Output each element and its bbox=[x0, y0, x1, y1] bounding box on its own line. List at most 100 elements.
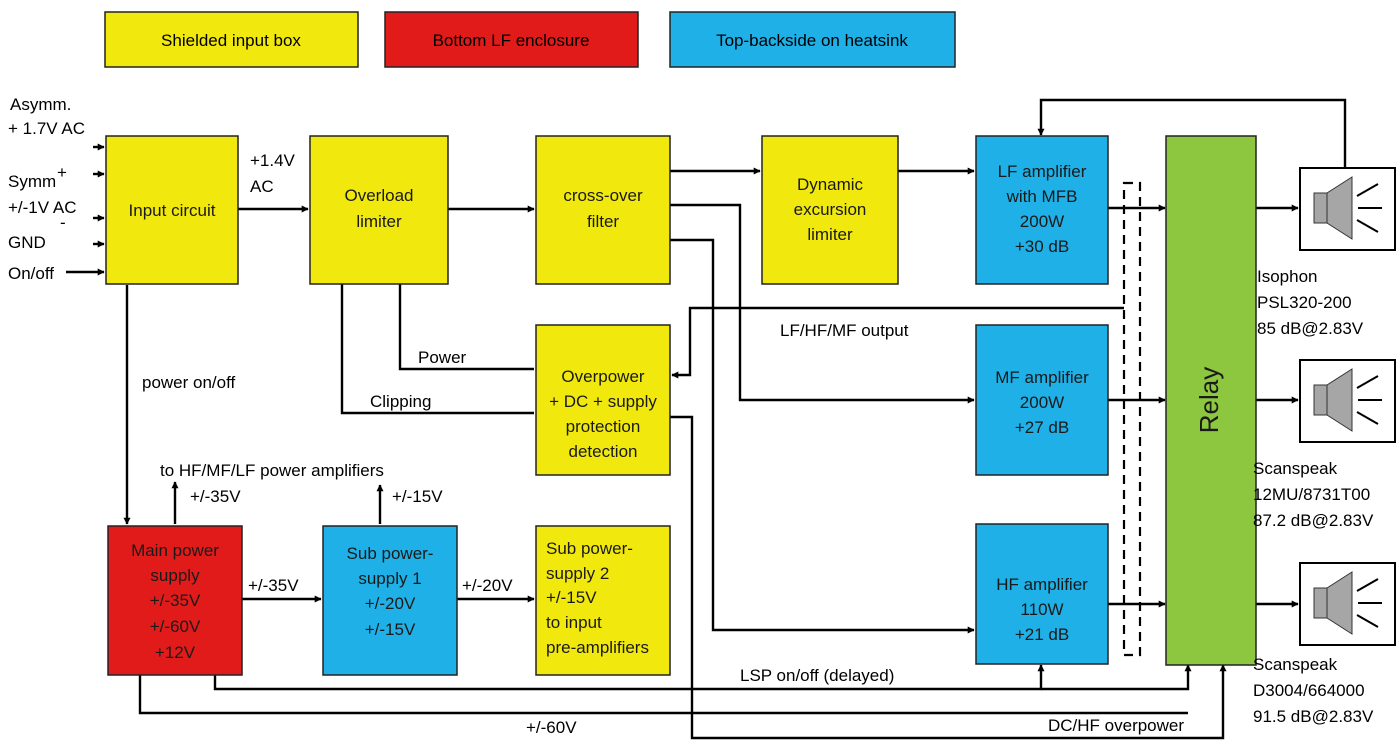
lf-hf-mf-output-line bbox=[671, 306, 1124, 379]
svg-text:+21 dB: +21 dB bbox=[1015, 625, 1069, 644]
power-onoff-label: power on/off bbox=[142, 373, 236, 392]
svg-text:detection: detection bbox=[569, 442, 638, 461]
svg-text:limiter: limiter bbox=[356, 212, 402, 231]
gnd-label: GND bbox=[8, 233, 46, 252]
legend-blue-swatch bbox=[669, 11, 956, 68]
lf-speaker-spec: 85 dB@2.83V bbox=[1257, 319, 1364, 338]
svg-text:protection: protection bbox=[566, 417, 641, 436]
svg-text:supply 1: supply 1 bbox=[358, 569, 421, 588]
lsp-relay-line bbox=[1041, 664, 1192, 691]
sub-power-supply-1-block: Sub power- supply 1 +/-20V +/-15V bbox=[322, 525, 458, 676]
svg-text:HF amplifier: HF amplifier bbox=[996, 575, 1088, 594]
legend: Shielded input box Bottom LF enclosure T… bbox=[104, 11, 956, 68]
svg-text:Sub power-: Sub power- bbox=[347, 544, 434, 563]
svg-text:cross-over: cross-over bbox=[563, 186, 643, 205]
lsp-onoff-line bbox=[213, 664, 1045, 691]
legend-top-label: Top-backside on heatsink bbox=[716, 31, 908, 50]
svg-text:Dynamic: Dynamic bbox=[797, 175, 864, 194]
input-labels: Asymm. + 1.7V AC Symm + +/-1V AC - GND O… bbox=[8, 95, 85, 283]
svg-text:Sub power-: Sub power- bbox=[546, 539, 633, 558]
mf-speaker-spec: 87.2 dB@2.83V bbox=[1253, 511, 1374, 530]
svg-text:pre-amplifiers: pre-amplifiers bbox=[546, 638, 649, 657]
lf-speaker-label: Isophon bbox=[1257, 267, 1318, 286]
svg-text:200W: 200W bbox=[1020, 393, 1064, 412]
svg-text:Relay: Relay bbox=[1194, 367, 1224, 433]
hf-speaker-spec: 91.5 dB@2.83V bbox=[1253, 707, 1374, 726]
onoff-label: On/off bbox=[8, 264, 54, 283]
asymm-label: Asymm. bbox=[10, 95, 71, 114]
svg-text:Overpower: Overpower bbox=[561, 367, 644, 386]
v35-up-label: +/-35V bbox=[190, 487, 241, 506]
mf-speaker-model: 12MU/8731T00 bbox=[1253, 485, 1370, 504]
lsp-label: LSP on/off (delayed) bbox=[740, 666, 894, 685]
svg-text:+12V: +12V bbox=[155, 643, 196, 662]
overpower-protection-block: Overpower + DC + supply protection detec… bbox=[535, 324, 671, 476]
svg-text:supply 2: supply 2 bbox=[546, 564, 609, 583]
hf-speaker-label: Scanspeak bbox=[1253, 655, 1338, 674]
svg-text:+/-20V: +/-20V bbox=[365, 594, 416, 613]
signal-labels: +1.4V AC power on/off to HF/MF/LF power … bbox=[142, 151, 1184, 737]
sense-bus bbox=[1122, 181, 1142, 657]
mfb-feedback-line bbox=[1037, 98, 1347, 168]
dc-hf-label: DC/HF overpower bbox=[1048, 716, 1184, 735]
lf-amplifier-block: LF amplifier with MFB 200W +30 dB bbox=[975, 135, 1109, 285]
svg-text:MF amplifier: MF amplifier bbox=[995, 368, 1089, 387]
crossover-filter-block: cross-over filter bbox=[535, 135, 671, 285]
svg-text:filter: filter bbox=[587, 212, 619, 231]
svg-text:limiter: limiter bbox=[807, 225, 853, 244]
mf-speaker-label: Scanspeak bbox=[1253, 459, 1338, 478]
mf-amplifier-block: MF amplifier 200W +27 dB bbox=[975, 324, 1109, 476]
overload-limiter-block: Overload limiter bbox=[309, 135, 449, 285]
v14-ac-label: AC bbox=[250, 177, 274, 196]
svg-text:Main power: Main power bbox=[131, 541, 219, 560]
svg-text:to input: to input bbox=[546, 613, 602, 632]
asymm-voltage-label: + 1.7V AC bbox=[8, 119, 85, 138]
mf-speaker-icon bbox=[1299, 359, 1396, 443]
legend-bottom-label: Bottom LF enclosure bbox=[433, 31, 590, 50]
to-amps-label: to HF/MF/LF power amplifiers bbox=[160, 461, 384, 480]
lf-speaker-model: PSL320-200 bbox=[1257, 293, 1352, 312]
svg-text:excursion: excursion bbox=[794, 200, 867, 219]
svg-text:+/-35V: +/-35V bbox=[150, 591, 201, 610]
svg-text:+/-15V: +/-15V bbox=[546, 588, 597, 607]
svg-text:+/-15V: +/-15V bbox=[365, 620, 416, 639]
input-circuit-block: Input circuit bbox=[105, 135, 239, 285]
dc-hf-overpower-line bbox=[670, 415, 1227, 740]
symm-label: Symm bbox=[8, 172, 56, 191]
sub-power-supply-2-block: Sub power- supply 2 +/-15V to input pre-… bbox=[535, 525, 671, 676]
v20-label: +/-20V bbox=[462, 576, 513, 595]
svg-text:200W: 200W bbox=[1020, 212, 1064, 231]
svg-text:with MFB: with MFB bbox=[1006, 187, 1078, 206]
lf-speaker-icon bbox=[1299, 167, 1396, 251]
hf-feed-line bbox=[670, 238, 975, 634]
relay-block: Relay bbox=[1165, 135, 1257, 666]
svg-text:LF amplifier: LF amplifier bbox=[998, 162, 1087, 181]
symm-plus-label: + bbox=[57, 163, 67, 182]
connections bbox=[66, 98, 1347, 740]
v35-right-label: +/-35V bbox=[248, 576, 299, 595]
legend-red-swatch bbox=[384, 11, 639, 68]
svg-text:+30 dB: +30 dB bbox=[1015, 237, 1069, 256]
v15-up-label: +/-15V bbox=[392, 487, 443, 506]
speaker-labels: Isophon PSL320-200 85 dB@2.83V Scanspeak… bbox=[1253, 267, 1374, 726]
main-power-supply-block: Main power supply +/-35V +/-60V +12V bbox=[107, 525, 243, 676]
svg-text:+ DC + supply: + DC + supply bbox=[549, 392, 657, 411]
v14-label: +1.4V bbox=[250, 151, 296, 170]
mf-feed-line bbox=[670, 203, 975, 404]
clipping-control-line bbox=[338, 277, 534, 415]
hf-speaker-model: D3004/664000 bbox=[1253, 681, 1365, 700]
v60-line bbox=[138, 675, 1188, 715]
svg-text:+/-60V: +/-60V bbox=[150, 617, 201, 636]
v60-label: +/-60V bbox=[526, 718, 577, 737]
svg-text:+27 dB: +27 dB bbox=[1015, 418, 1069, 437]
svg-text:110W: 110W bbox=[1020, 600, 1063, 619]
hf-speaker-icon bbox=[1299, 562, 1396, 646]
svg-text:Input circuit: Input circuit bbox=[129, 201, 216, 220]
svg-text:Overload: Overload bbox=[345, 186, 414, 205]
symm-voltage-label: +/-1V AC bbox=[8, 198, 77, 217]
dynamic-excursion-limiter-block: Dynamic excursion limiter bbox=[761, 135, 899, 285]
hf-amplifier-block: HF amplifier 110W +21 dB bbox=[975, 523, 1109, 665]
legend-yellow-swatch bbox=[104, 11, 359, 68]
svg-text:supply: supply bbox=[150, 566, 200, 585]
symm-minus-label: - bbox=[60, 213, 66, 232]
